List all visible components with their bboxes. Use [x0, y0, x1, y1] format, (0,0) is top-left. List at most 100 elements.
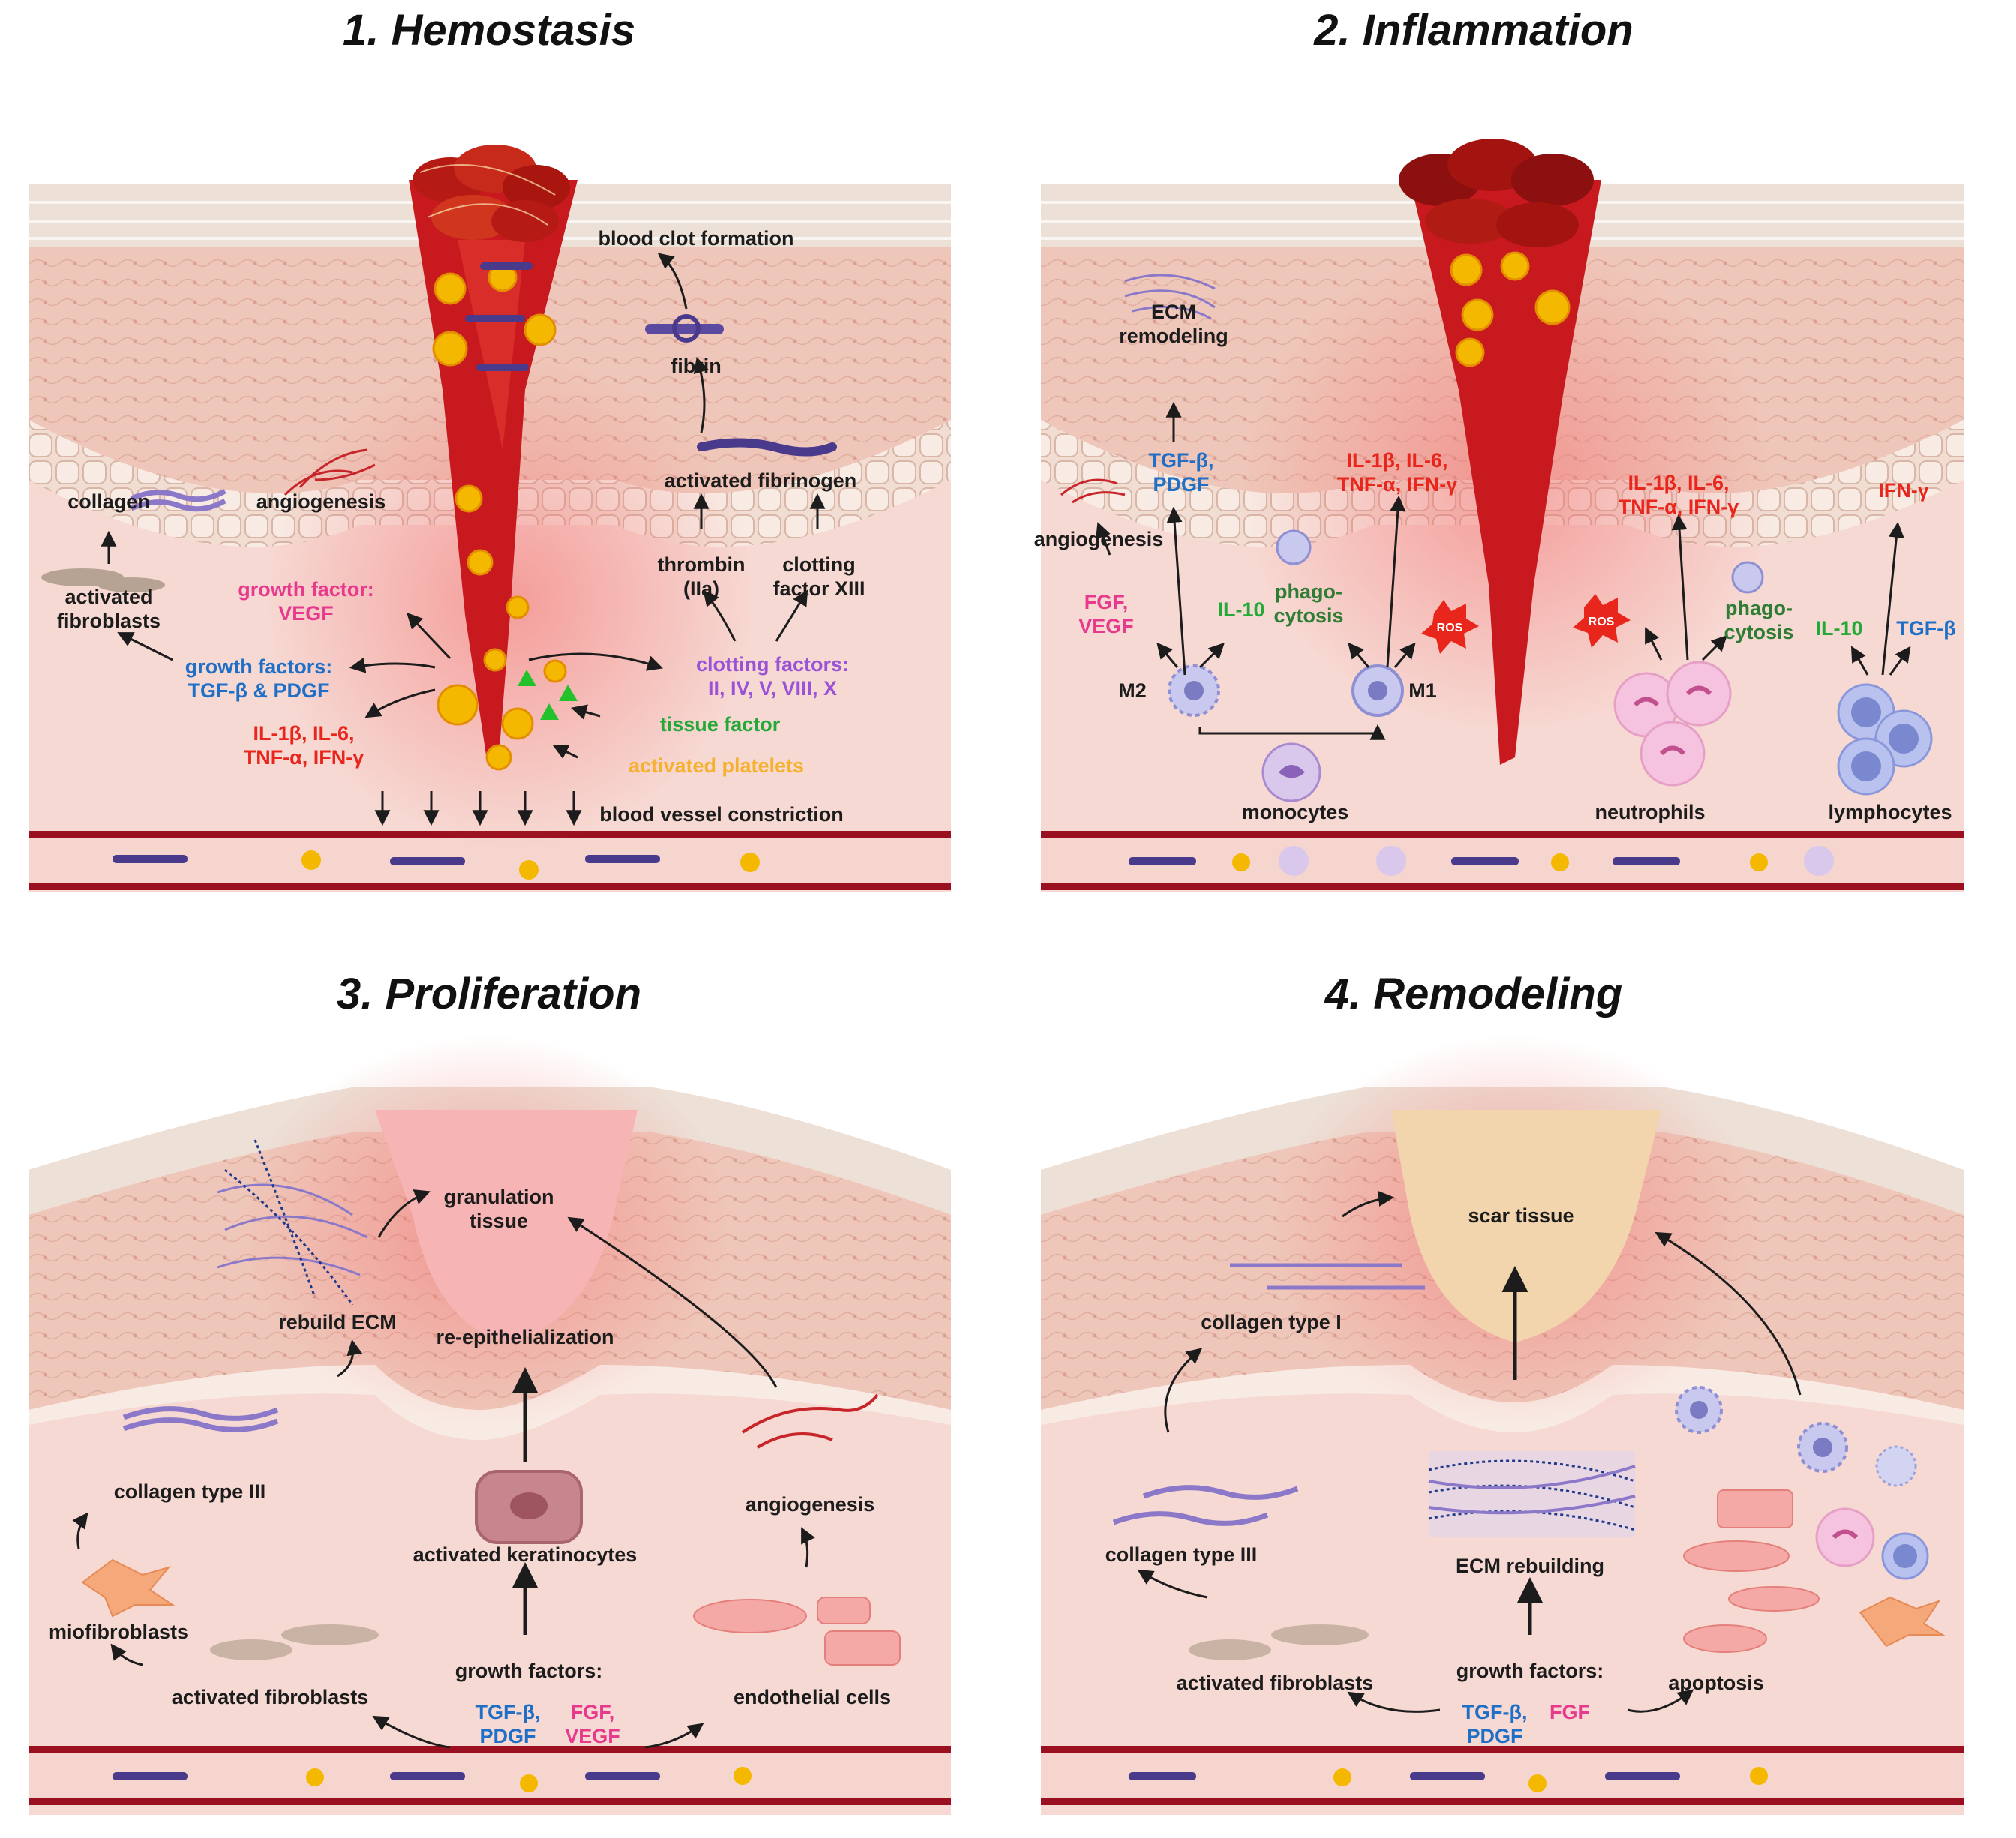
fibrin-in-vessel	[112, 855, 660, 865]
label-phagocytosis-b: phago-	[1725, 597, 1792, 619]
label-activated: activated	[64, 586, 152, 608]
stratum-corneum	[1041, 1087, 1964, 1215]
collagen-icon	[130, 488, 226, 512]
label-scar-tissue: scar tissue	[1468, 1204, 1574, 1227]
panel-4-thick-arrows	[1502, 1266, 1544, 1635]
label-pdgf: PDGF	[1153, 473, 1209, 496]
scar-tissue	[1391, 1110, 1661, 1342]
vessel-contents	[1129, 846, 1834, 876]
panel-remodeling: scar tissue collagen type I collagen typ…	[1041, 1035, 1964, 1815]
label-granulation: granulation	[444, 1186, 554, 1208]
panel-4-title: 4. Remodeling	[1324, 970, 1622, 1018]
phagocytosis-cell-a	[1276, 529, 1312, 565]
vessel-contents	[1129, 1767, 1768, 1792]
label-cytokines-1: IL-1β, IL-6,	[254, 722, 355, 745]
label-pdgf: PDGF	[1466, 1725, 1522, 1747]
label-fgf: FGF,	[1084, 591, 1129, 613]
angiogenesis-icon	[1060, 478, 1126, 504]
basal-layer	[1041, 1365, 1964, 1432]
fibrin-icon	[645, 314, 724, 343]
label-fibrin: fibrin	[670, 355, 722, 377]
collagen-i-icon	[1230, 1263, 1425, 1290]
miofibroblast-icon	[81, 1558, 176, 1618]
label-angiogenesis: angiogenesis	[1034, 528, 1164, 550]
ros-burst-a	[1421, 600, 1479, 654]
label-collagen-iii: collagen type III	[114, 1480, 266, 1503]
label-m2: M2	[1118, 679, 1147, 702]
panel-3-arrows	[72, 1189, 815, 1749]
vessel-wall-bottom	[1041, 883, 1964, 890]
fibroblasts-icon	[1189, 1624, 1369, 1660]
panel-inflammation: ECM remodeling TGF-β, PDGF angiogenesis …	[1034, 139, 1964, 892]
label-growth-factors: growth factors:	[1456, 1660, 1604, 1682]
label-cytokines-neutro-1: IL-1β, IL-6,	[1628, 472, 1730, 494]
angiogenesis-icon	[284, 448, 376, 496]
label-activated-platelets: activated platelets	[628, 754, 804, 777]
vessel-wall-top	[28, 1746, 951, 1753]
collagen-iii-icon	[1112, 1485, 1299, 1526]
label-lymphocytes: lymphocytes	[1828, 801, 1952, 823]
platelets-in-vessel	[302, 850, 760, 880]
basal-layer	[28, 1365, 951, 1440]
wound-blood	[1410, 180, 1601, 765]
label-cytosis-a: cytosis	[1274, 604, 1343, 627]
label-blood-clot-formation: blood clot formation	[598, 227, 794, 250]
tissue-factor-triangles	[518, 670, 578, 720]
label-cytokines-m1-2: TNF-α, IFN-γ	[1337, 473, 1458, 496]
label-blood-vessel-constriction: blood vessel constriction	[599, 803, 844, 826]
panel-2-title: 2. Inflammation	[1313, 6, 1633, 55]
keratinocyte-icon	[475, 1470, 583, 1544]
label-fgf: FGF	[1550, 1701, 1590, 1723]
fibrin-strands-in-wound	[465, 262, 532, 371]
phagocytosis-cell-b	[1731, 561, 1764, 594]
label-tgf-beta: TGF-β,	[1462, 1701, 1528, 1723]
vessel-contents	[112, 1767, 752, 1792]
ecm-rebuilding-icon	[1428, 1451, 1636, 1537]
label-cytokines-neutro-2: TNF-α, IFN-γ	[1618, 496, 1739, 518]
label-vegf: VEGF	[1078, 615, 1134, 637]
label-activated-keratinocytes: activated keratinocytes	[413, 1543, 638, 1566]
label-collagen-type-iii: collagen type III	[1106, 1543, 1258, 1566]
label-cytokines-2: TNF-α, IFN-γ	[244, 746, 364, 769]
platelets-in-wound	[1450, 251, 1570, 367]
vessel-wall-bottom	[28, 883, 951, 890]
panel-2-arrows	[1096, 401, 1911, 740]
label-tissue-factor: tissue factor	[660, 713, 781, 736]
blood-clot	[412, 145, 570, 242]
vessel-wall-top	[1041, 831, 1964, 838]
granulation-tissue	[375, 1110, 638, 1342]
label-fgf: FGF,	[571, 1701, 615, 1723]
endothelial-cells-icon	[693, 1597, 901, 1666]
label-neutrophils: neutrophils	[1595, 801, 1706, 823]
ros-burst-b	[1573, 594, 1630, 648]
ecm-icon	[1124, 274, 1216, 320]
label-monocytes: monocytes	[1242, 801, 1349, 823]
fibroblasts-icon	[210, 1624, 379, 1660]
label-cytokines-m1-1: IL-1β, IL-6,	[1347, 449, 1448, 472]
label-ifn-gamma: IFN-γ	[1878, 479, 1929, 502]
label-cytosis-b: cytosis	[1724, 621, 1793, 643]
monocyte-cell	[1262, 742, 1322, 802]
label-tgf-lympho: TGF-β	[1896, 617, 1955, 640]
label-thrombin: thrombin	[658, 553, 746, 576]
label-thrombin-iia: (IIa)	[683, 577, 719, 600]
panel-4-arrows	[1137, 1190, 1802, 1713]
label-clotting-factors: clotting factors:	[696, 653, 849, 676]
panel-proliferation: granulation tissue rebuild ECM re-epithe…	[28, 1035, 951, 1815]
angiogenesis-icon	[741, 1393, 879, 1449]
label-activated-fibroblasts: activated fibroblasts	[172, 1686, 369, 1708]
label-tgf-beta: TGF-β,	[476, 1701, 541, 1723]
ecm-mesh-icon	[217, 1139, 368, 1306]
label-il10-m2: IL-10	[1217, 598, 1264, 621]
label-pdgf: PDGF	[479, 1725, 536, 1747]
label-tgf-beta: TGF-β,	[1149, 449, 1214, 472]
label-endothelial-cells: endothelial cells	[734, 1686, 891, 1708]
label-vegf: VEGF	[278, 602, 334, 625]
label-angiogenesis: angiogenesis	[256, 490, 386, 513]
label-phagocytosis-a: phago-	[1275, 580, 1342, 603]
label-activated-fibroblasts: activated fibroblasts	[1177, 1672, 1374, 1694]
label-re-epithelialization: re-epithelialization	[436, 1326, 614, 1348]
apoptosis-cells	[1675, 1386, 1946, 1653]
label-vegf: VEGF	[565, 1725, 620, 1747]
platelets-in-wound	[432, 262, 567, 771]
